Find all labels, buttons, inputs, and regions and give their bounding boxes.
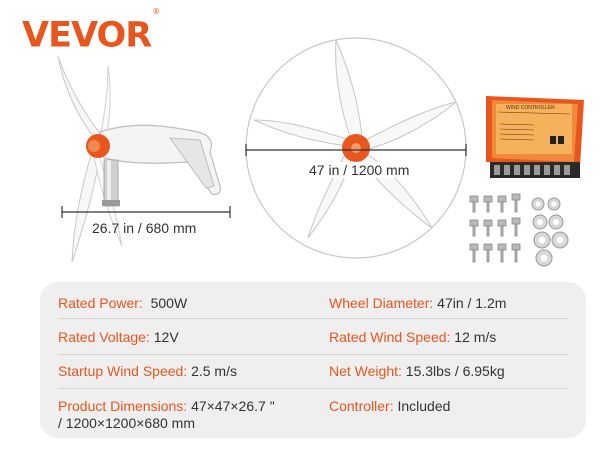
- spec-rated-voltage: Rated Voltage: 12V: [58, 329, 179, 346]
- spec-label: Wheel Diameter:: [329, 295, 434, 311]
- turbine-width-label: 26.7 in / 680 mm: [92, 220, 197, 236]
- product-illustration: WIND CONTROLLER: [57, 37, 584, 267]
- spec-label: Rated Voltage:: [58, 329, 150, 345]
- spec-rated-power: Rated Power: 500W: [58, 295, 187, 312]
- dimension-line-center: [245, 144, 467, 156]
- spec-label: Controller:: [329, 398, 394, 414]
- spec-label: Product Dimensions:: [58, 398, 188, 414]
- spec-value: Included: [397, 398, 451, 414]
- spec-label: Startup Wind Speed:: [58, 363, 188, 379]
- spec-product-dimensions: Product Dimensions: 47×47×26.7 " / 1200×…: [58, 398, 275, 432]
- divider: [58, 318, 568, 319]
- spec-wheel-diameter: Wheel Diameter: 47in / 1.2m: [329, 295, 506, 312]
- spec-value: 12 m/s: [454, 329, 497, 345]
- charge-controller: [486, 96, 584, 178]
- spec-net-weight: Net Weight: 15.3lbs / 6.95kg: [329, 363, 505, 380]
- side-view-turbine: [57, 55, 222, 263]
- spec-value: 47in / 1.2m: [437, 295, 507, 311]
- spec-value-line2: / 1200×1200×680 mm: [58, 415, 195, 431]
- spec-rated-wind-speed: Rated Wind Speed: 12 m/s: [329, 329, 496, 346]
- spec-label: Net Weight:: [329, 363, 402, 379]
- rotor-diameter-label: 47 in / 1200 mm: [306, 162, 413, 178]
- spec-value: 12V: [153, 329, 179, 345]
- spec-value: 500W: [150, 295, 188, 311]
- dimension-line-left: [61, 206, 231, 218]
- controller-label: WIND CONTROLLER: [506, 105, 555, 111]
- spec-startup-wind-speed: Startup Wind Speed: 2.5 m/s: [58, 363, 237, 380]
- vevor-logo: VEVOR®: [22, 7, 161, 56]
- spec-value: 2.5 m/s: [191, 363, 237, 379]
- spec-value: 47×47×26.7 ": [191, 398, 275, 414]
- spec-value: 15.3lbs / 6.95kg: [405, 363, 505, 379]
- spec-label: Rated Wind Speed:: [329, 329, 451, 345]
- spec-label: Rated Power:: [58, 295, 143, 311]
- divider: [58, 388, 568, 389]
- divider: [58, 354, 568, 355]
- spec-controller: Controller: Included: [329, 398, 450, 415]
- front-view-rotor: [245, 37, 467, 259]
- bolts-and-washers: [469, 193, 569, 267]
- spec-panel: Rated Power: 500W Wheel Diameter: 47in /…: [40, 282, 586, 438]
